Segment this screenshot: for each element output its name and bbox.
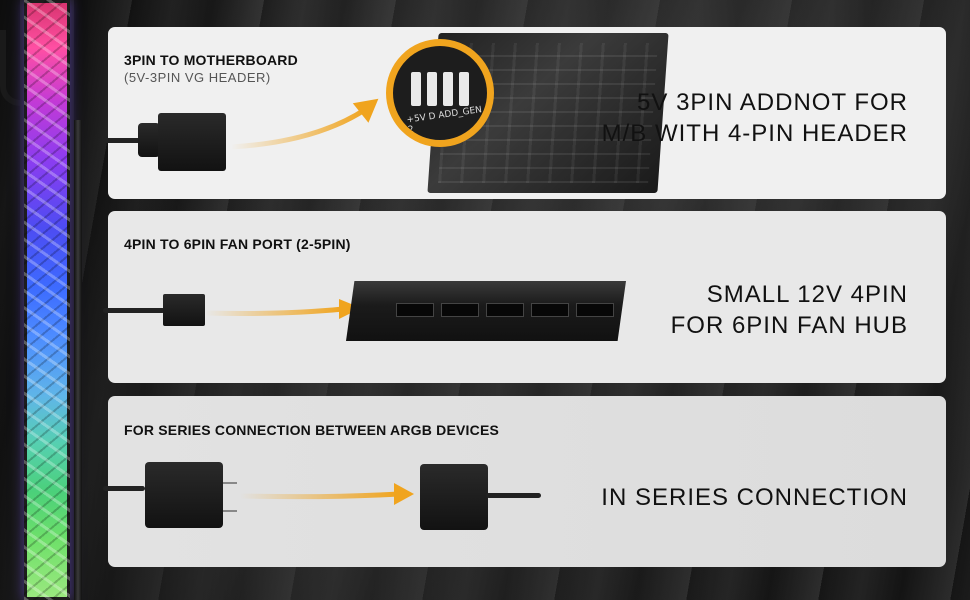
fan-port: [441, 303, 479, 317]
fan-port: [576, 303, 614, 317]
fan-port: [531, 303, 569, 317]
cable: [103, 486, 145, 491]
panel-headline: 5V 3PIN ADDNOT FOR M/B WITH 4-PIN HEADER: [602, 87, 908, 149]
panel-fan-hub: 4PIN TO 6PIN FAN PORT (2-5PIN) SMALL 12V…: [103, 211, 946, 383]
headline-line: FOR 6PIN FAN HUB: [670, 312, 908, 339]
connector-pins: [223, 482, 237, 512]
headline-line: M/B WITH 4-PIN HEADER: [601, 120, 908, 147]
orange-arrow: [230, 98, 379, 150]
header-zoom-circle: +5V D ADD_GEN 2: [386, 39, 494, 147]
cable: [103, 138, 143, 143]
panel-label: 3PIN TO MOTHERBOARD: [124, 52, 298, 68]
male-connector: [145, 462, 223, 528]
panel-motherboard: 3PIN TO MOTHERBOARD (5V-3PIN VG HEADER) …: [103, 27, 946, 199]
header-pin: [411, 72, 421, 106]
3pin-connector: [138, 123, 160, 157]
panel-series: FOR SERIES CONNECTION BETWEEN ARGB DEVIC…: [103, 396, 946, 567]
panel-sublabel: (5V-3PIN VG HEADER): [124, 70, 271, 85]
headline-line: IN SERIES CONNECTION: [601, 484, 908, 511]
header-silkscreen: +5V D ADD_GEN 2: [405, 105, 483, 136]
strip-cable: [0, 30, 32, 106]
headline-line: 5V 3PIN ADDNOT FOR: [637, 89, 908, 116]
fan-hub-image: [346, 281, 626, 341]
orange-arrow: [239, 483, 414, 505]
rgb-light-strip: [24, 0, 70, 600]
female-connector: [420, 464, 488, 530]
header-pin: [427, 72, 437, 106]
panel-label: FOR SERIES CONNECTION BETWEEN ARGB DEVIC…: [124, 422, 500, 438]
header-pin: [443, 72, 453, 106]
strip-side-cable: [74, 120, 82, 600]
cable: [103, 308, 165, 313]
fan-port: [486, 303, 524, 317]
panel-headline: IN SERIES CONNECTION: [601, 482, 908, 513]
rgb-strip-frame: [20, 0, 74, 600]
panel-label: 4PIN TO 6PIN FAN PORT (2-5PIN): [124, 236, 351, 252]
fan-port: [396, 303, 434, 317]
header-pin: [459, 72, 469, 106]
orange-arrow: [204, 299, 361, 319]
cable: [486, 493, 541, 498]
panel-headline: SMALL 12V 4PIN FOR 6PIN FAN HUB: [671, 279, 908, 341]
4pin-connector: [163, 294, 205, 326]
3pin-connector-body: [158, 113, 226, 171]
headline-line: SMALL 12V 4PIN: [706, 281, 908, 308]
